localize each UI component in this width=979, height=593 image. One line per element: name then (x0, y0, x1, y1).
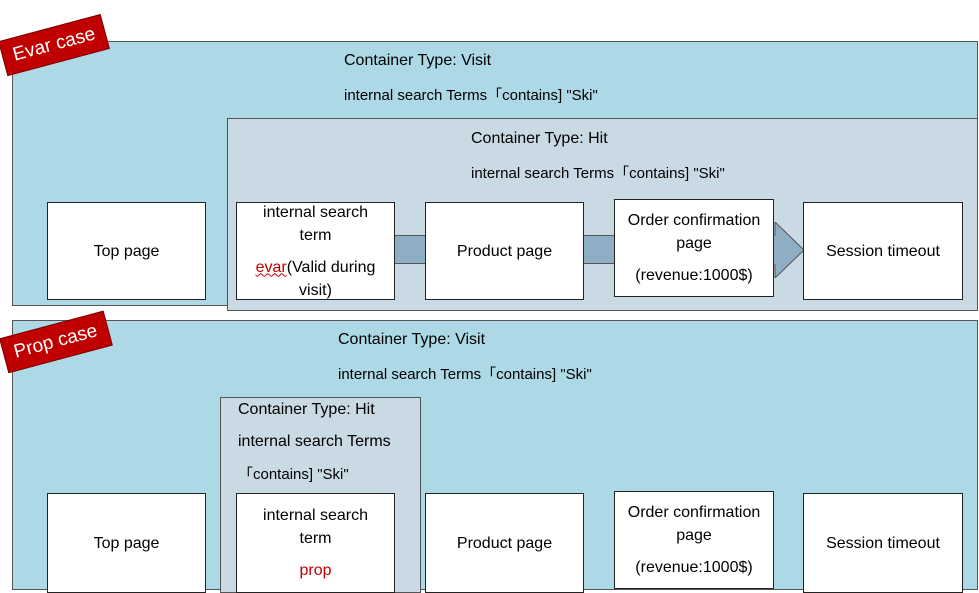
prop-hit-rule-line2: 「contains] "Ski" (238, 466, 349, 483)
evar-visit-rule: internal search Terms「contains] "Ski" (344, 87, 598, 104)
evar-order-revenue: (revenue:1000$) (635, 267, 753, 284)
prop-top-page-label: Top page (93, 534, 160, 552)
evar-search-line2: term (299, 226, 332, 244)
evar-order-line1: Order confirmation (627, 212, 761, 229)
evar-top-page-label: Top page (93, 242, 160, 260)
evar-search-line4: visit) (299, 281, 332, 299)
evar-order-confirmation-page: Order confirmation page (revenue:1000$) (614, 199, 774, 297)
evar-valid-text: (Valid during (286, 258, 376, 276)
prop-order-confirmation-page: Order confirmation page (revenue:1000$) (614, 491, 774, 589)
evar-hit-rule: internal search Terms「contains] "Ski" (471, 165, 725, 182)
prop-search-line2: term (299, 530, 332, 547)
prop-product-page: Product page (425, 493, 584, 593)
prop-search-term-box: internal search term prop (236, 493, 395, 593)
evar-arrow-1 (394, 235, 426, 264)
evar-session-timeout: Session timeout (803, 202, 963, 300)
prop-visit-title: Container Type: Visit (338, 331, 486, 348)
evar-visit-title: Container Type: Visit (344, 52, 492, 69)
prop-hit-title: Container Type: Hit (238, 401, 375, 418)
evar-hit-title: Container Type: Hit (471, 130, 608, 147)
evar-arrow-2 (583, 235, 615, 264)
prop-order-line1: Order confirmation (627, 504, 761, 521)
evar-product-page: Product page (425, 202, 584, 300)
evar-search-term-box: internal search term evar(Valid during v… (236, 202, 395, 300)
evar-arrow-3 (773, 222, 805, 278)
prop-session-timeout: Session timeout (803, 493, 963, 593)
evar-order-line2: page (676, 235, 712, 252)
evar-search-line3: evar(Valid during (256, 256, 376, 279)
prop-search-line1: internal search (263, 507, 368, 524)
prop-order-revenue: (revenue:1000$) (635, 559, 753, 576)
evar-product-page-label: Product page (456, 242, 553, 260)
evar-top-page: Top page (47, 202, 206, 300)
prop-visit-rule: internal search Terms「contains] "Ski" (338, 366, 592, 383)
prop-product-page-label: Product page (456, 534, 553, 552)
prop-hit-rule-line1: internal search Terms (238, 433, 391, 450)
evar-search-line1: internal search (263, 203, 368, 221)
evar-label: evar (255, 258, 287, 276)
evar-session-timeout-label: Session timeout (826, 242, 940, 260)
prop-label: prop (299, 562, 332, 579)
prop-session-timeout-label: Session timeout (826, 534, 940, 552)
prop-top-page: Top page (47, 493, 206, 593)
prop-order-line2: page (676, 527, 712, 544)
